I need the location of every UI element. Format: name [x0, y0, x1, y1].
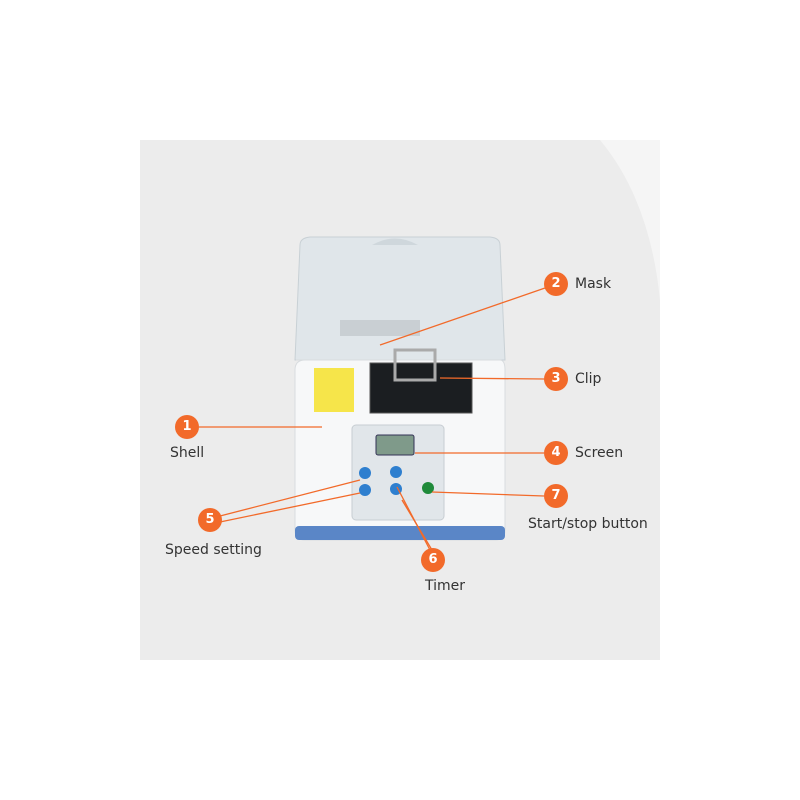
callout-label-clip: Clip	[575, 371, 602, 387]
leader-line-timer-down	[401, 499, 433, 551]
leader-line-mask	[379, 287, 546, 346]
callout-label-shell: Shell	[170, 445, 205, 461]
callout-number-5: 5	[198, 508, 222, 532]
callout-number-4: 4	[544, 441, 568, 465]
callout-number-7: 7	[544, 484, 568, 508]
callout-label-screen: Screen	[575, 445, 624, 461]
amalgamator-device	[294, 236, 506, 541]
callout-label-timer: Timer	[425, 578, 466, 594]
leader-line-clip	[439, 377, 545, 380]
callout-label-mask: Mask	[575, 276, 612, 292]
leader-line-speed-up	[219, 479, 361, 517]
leader-line-start-stop	[431, 491, 545, 497]
callout-number-2: 2	[544, 272, 568, 296]
background-arc	[600, 140, 660, 300]
leader-line-speed-down	[219, 492, 361, 523]
callout-number-6: 6	[421, 548, 445, 572]
callout-number-3: 3	[544, 367, 568, 391]
leader-lines	[199, 287, 546, 551]
callout-label-speed-setting: Speed setting	[165, 542, 262, 558]
callout-label-start-stop-button: Start/stop button	[528, 516, 648, 532]
callout-number-1: 1	[175, 415, 199, 439]
